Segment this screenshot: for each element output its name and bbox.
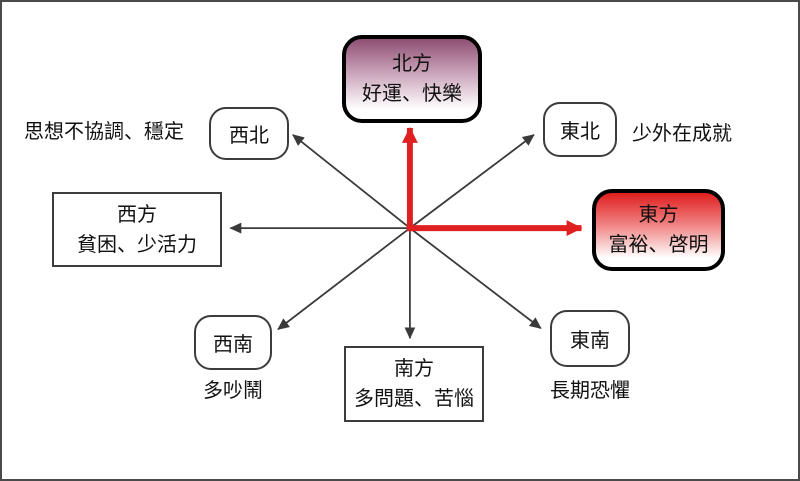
- node-northeast-label: 東北: [560, 121, 600, 143]
- node-south: 南方 多問題、苦惱: [344, 346, 484, 422]
- node-northwest: 西北: [209, 107, 289, 160]
- annotation-southwest: 多吵鬧: [203, 380, 263, 402]
- node-north-title: 北方: [392, 53, 432, 75]
- node-northeast: 東北: [543, 102, 617, 157]
- node-northwest-label: 西北: [229, 125, 269, 147]
- arrow-northwest: [292, 134, 411, 229]
- arrow-southeast: [409, 227, 542, 329]
- annotation-northeast: 少外在成就: [632, 123, 732, 145]
- node-west-title: 西方: [117, 203, 157, 226]
- node-north-subtitle: 好運、快樂: [362, 83, 462, 105]
- node-southeast-label: 東南: [570, 330, 610, 352]
- node-north: 北方 好運、快樂: [342, 35, 482, 123]
- node-west: 西方 貧困、少活力: [52, 192, 222, 267]
- node-southwest: 西南: [194, 315, 272, 370]
- node-south-title: 南方: [394, 358, 434, 380]
- arrow-southwest: [277, 227, 411, 330]
- node-south-subtitle: 多問題、苦惱: [354, 388, 474, 410]
- node-east-subtitle: 富裕、啓明: [608, 234, 709, 256]
- node-east-title: 東方: [638, 204, 679, 226]
- annotation-southeast: 長期恐懼: [550, 380, 630, 402]
- arrow-northeast: [409, 134, 535, 229]
- node-west-subtitle: 貧困、少活力: [77, 233, 197, 256]
- node-southwest-label: 西南: [213, 334, 253, 356]
- node-southeast: 東南: [550, 310, 630, 367]
- node-east: 東方 富裕、啓明: [592, 189, 725, 271]
- annotation-northwest: 思想不協調、穩定: [24, 121, 184, 143]
